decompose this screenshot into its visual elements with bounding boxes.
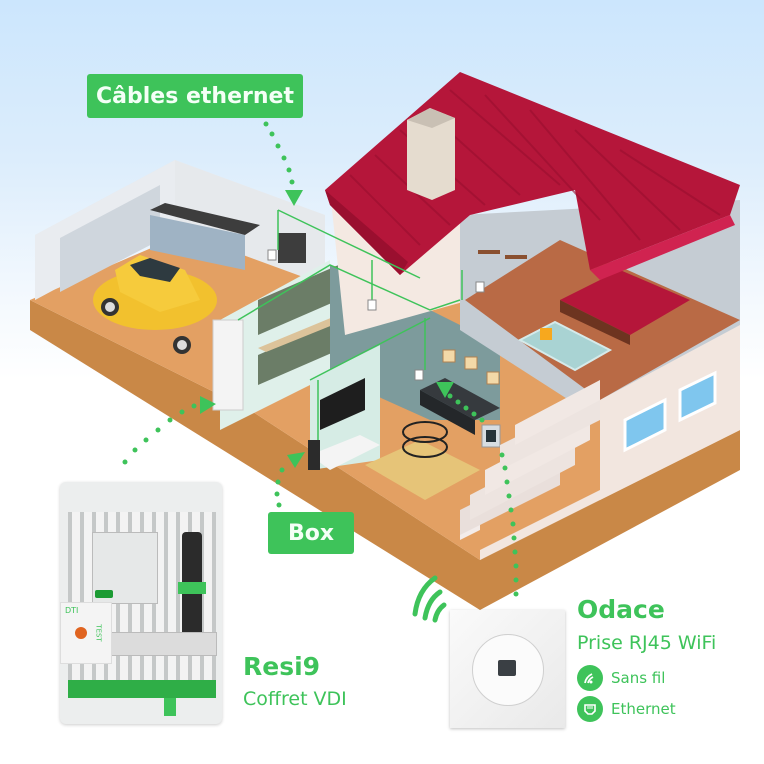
dti-label: DTI (65, 606, 79, 615)
green-bottom-strip (68, 680, 216, 698)
garage-door (60, 185, 160, 292)
odace-title: Odace (577, 595, 665, 624)
odace-subtitle: Prise RJ45 WiFi (577, 632, 717, 654)
window-1 (623, 397, 667, 453)
odace-socket-image (450, 610, 565, 728)
feature-sans-fil: Sans fil (577, 665, 665, 691)
qr-code-icon (164, 698, 176, 716)
orange-button-icon (75, 627, 87, 639)
feature-ethernet: Ethernet (577, 696, 676, 722)
electrical-panel (212, 319, 244, 411)
resi9-subtitle: Coffret VDI (243, 688, 347, 710)
bed (560, 270, 690, 335)
dti-module: DTI TEST (60, 602, 112, 664)
green-clip (178, 582, 206, 594)
chimney (407, 108, 455, 200)
kitchen-cabinets (258, 260, 350, 335)
green-connector (95, 590, 113, 598)
ethernet-cable-lines (237, 209, 463, 440)
ethernet-port-icon (577, 696, 603, 722)
dotted-connectors (122, 121, 519, 597)
yellow-car (93, 255, 217, 354)
window-2 (678, 370, 717, 423)
resi9-panel-image: DTI TEST (60, 482, 222, 724)
feature-label: Sans fil (611, 669, 666, 687)
resi9-title: Resi9 (243, 652, 321, 681)
rj45-port-icon (498, 660, 516, 676)
rug (365, 440, 480, 500)
tv (320, 378, 365, 430)
feature-label: Ethernet (611, 700, 676, 718)
wifi-waves-icon (412, 575, 447, 623)
tool-panel (278, 233, 306, 263)
box-label: Box (268, 512, 354, 554)
wifi-icon (577, 665, 603, 691)
test-label: TEST (94, 624, 103, 642)
cables-ethernet-label: Câbles ethernet (87, 74, 303, 118)
